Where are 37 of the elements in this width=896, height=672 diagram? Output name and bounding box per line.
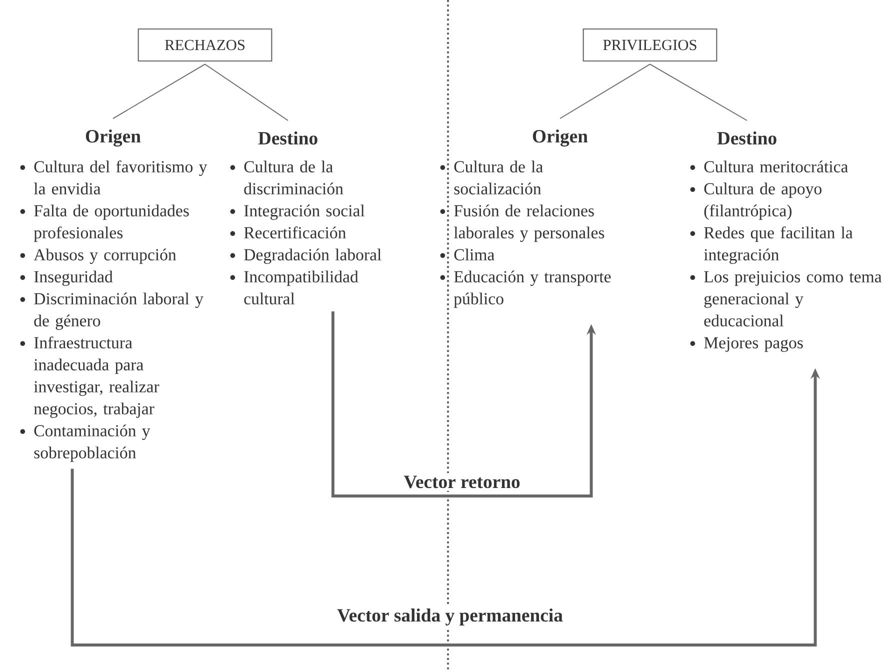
node-label: Fusión de relaciones laborales y personales <box>454 204 604 242</box>
node-label: Contaminación y sobrepoblación <box>34 424 150 462</box>
node-label: Infraestructura inadecuada para investigar, realizar negocios, trabajar <box>34 336 160 418</box>
node-label: Clima <box>454 248 494 260</box>
node-label: Discriminación laboral y de género <box>34 292 204 330</box>
edge-label: Vector salida y permanencia <box>334 606 566 628</box>
heading: Destino <box>258 131 318 145</box>
node-label: Falta de oportunidades profesionales <box>34 204 189 242</box>
connector-line <box>650 64 748 121</box>
node-label: Cultura meritocrática <box>704 160 848 172</box>
node-label: Cultura de la socialización <box>454 160 543 194</box>
node-label: Integración social <box>244 204 365 220</box>
node-label: Mejores pagos <box>704 337 803 352</box>
node-label: Incompatibilidad cultural <box>244 270 358 304</box>
connector-line <box>560 64 650 119</box>
node-label: Los prejuicios como tema generacional y educacional <box>704 271 882 326</box>
heading: Origen <box>532 129 588 147</box>
node-label: Cultura del favoritismo y la envidia <box>34 160 208 194</box>
node-label: Inseguridad <box>34 270 113 286</box>
heading: Origen <box>86 129 141 147</box>
node-label: Abusos y corrupción <box>34 248 176 264</box>
bullet-list: Cultura de la socialización Fusión de relaciones laborales y personales Clima Educación y transporte público <box>440 160 611 308</box>
node-label: Cultura de la discriminación <box>244 160 344 194</box>
node-label: Degradación laboral <box>244 248 382 264</box>
connector-line <box>112 64 206 119</box>
bullet-list: Cultura del favoritismo y la envidia Falta de oportunidades profesionales Abusos y corrupción Inseguridad Discriminación laboral y de género Infraestructura inadecuada para investigar, realizar negocios, trabajar Contaminación y sobrepoblación <box>20 160 208 462</box>
node-label: Educación y transporte público <box>454 270 611 308</box>
connector-line <box>204 64 288 121</box>
heading: Destino <box>717 131 776 145</box>
label-box: PRIVILEGIOS <box>582 28 718 62</box>
node-label: Recertificación <box>244 226 346 238</box>
edge-label: Vector retorno <box>401 473 523 491</box>
bullet-list: Cultura de la discriminación Integración social Recertificación Degradación laboral Incompatibilidad cultural <box>230 160 382 304</box>
node-label: Redes que facilitan la integración <box>704 226 853 264</box>
node-label: Cultura de apoyo (filantrópica) <box>704 182 822 220</box>
label-box: RECHAZOS <box>138 28 272 62</box>
bullet-list: Cultura meritocrática Cultura de apoyo (filantrópica) Redes que facilitan la integración Los prejuicios como tema generacional y educacional Mejores pagos <box>690 160 882 352</box>
